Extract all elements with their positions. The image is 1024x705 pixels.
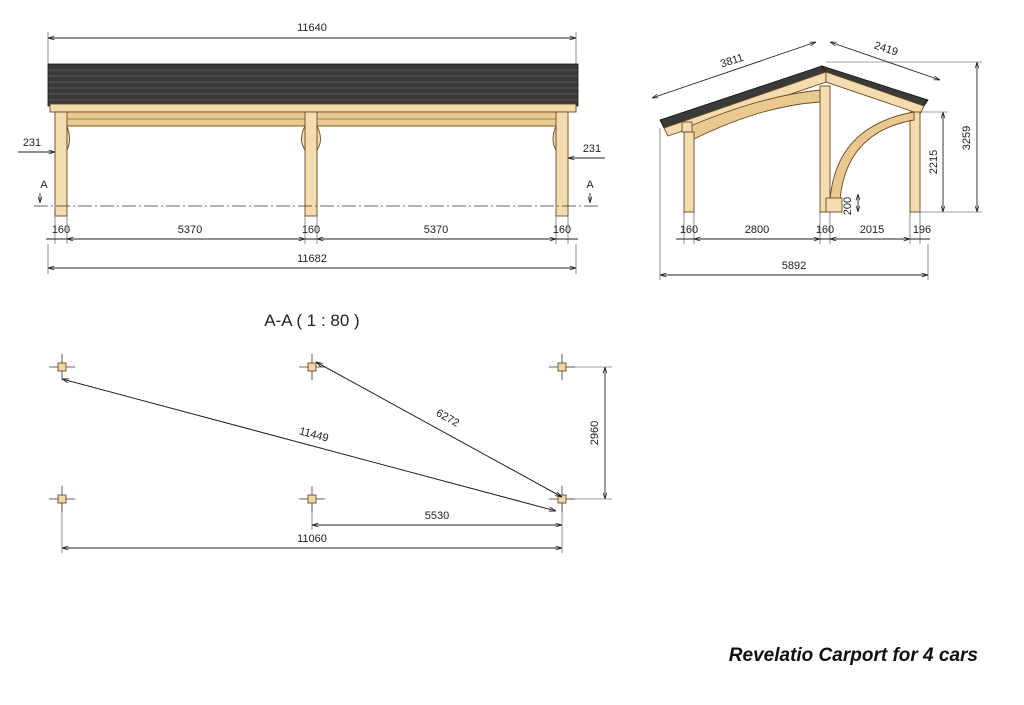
dim-span-right: 2015 — [860, 224, 884, 236]
section-marker-left: A — [40, 179, 48, 191]
plan-post — [299, 354, 325, 380]
side-post-middle — [819, 85, 831, 213]
side-post-right — [909, 111, 921, 213]
dim-half-span: 5530 — [425, 510, 449, 522]
plan-title: A-A ( 1 : 80 ) — [264, 311, 359, 330]
dim-overhang-right: 231 — [583, 143, 601, 155]
front-view: 11640 A A 231 231 — [18, 22, 605, 274]
dim-eave-height: 2215 — [928, 150, 940, 174]
roof-grooves — [48, 69, 578, 101]
dim-side-post-left: 160 — [680, 224, 698, 236]
rafter-right — [825, 71, 925, 115]
diagonal-short — [316, 362, 562, 497]
purlin-end — [681, 121, 693, 133]
bracket — [66, 125, 70, 151]
section-marker-right: A — [586, 179, 594, 191]
dim-base-height: 200 — [842, 197, 854, 215]
dim-overhang-left: 231 — [23, 137, 41, 149]
dim-total-length: 11682 — [297, 253, 327, 265]
fascia-board — [49, 103, 577, 113]
dim-total-width: 5892 — [782, 260, 806, 272]
post-right — [555, 111, 569, 217]
dim-depth: 2960 — [589, 421, 601, 445]
dim-total-height: 3259 — [961, 126, 973, 150]
post-middle — [304, 111, 318, 217]
bracket — [301, 125, 306, 152]
bracket — [316, 125, 321, 152]
plan-post — [49, 354, 75, 380]
diagonal-long — [62, 379, 556, 511]
dim-total-roof-length: 11640 — [297, 22, 327, 34]
dim-side-post-mid: 160 — [816, 224, 834, 236]
dim-full-span: 11060 — [297, 533, 327, 545]
drawing-caption: Revelatio Carport for 4 cars — [729, 645, 978, 666]
base-block — [825, 197, 843, 213]
dim-diagonal-short: 6272 — [434, 407, 461, 429]
post-left — [54, 111, 68, 217]
dim-span-1: 5370 — [178, 224, 202, 236]
side-post-left — [683, 131, 695, 213]
dim-diagonal-long: 11449 — [298, 425, 330, 444]
bracket — [552, 125, 557, 152]
dim-span-2: 5370 — [424, 224, 448, 236]
plan-view: A-A ( 1 : 80 ) 11449 6272 — [49, 311, 612, 553]
curved-brace — [829, 111, 915, 201]
dim-span-left: 2800 — [745, 224, 769, 236]
dim-rafter-right: 2419 — [872, 40, 899, 59]
dim-post-width-2: 160 — [302, 224, 320, 236]
dim-post-width-3: 160 — [553, 224, 571, 236]
side-view: 3811 2419 3259 2215 200 160 2800 160 201… — [652, 40, 982, 280]
roof-panel — [47, 63, 579, 107]
dim-post-width-1: 160 — [52, 224, 70, 236]
dim-side-post-right: 196 — [913, 224, 931, 236]
